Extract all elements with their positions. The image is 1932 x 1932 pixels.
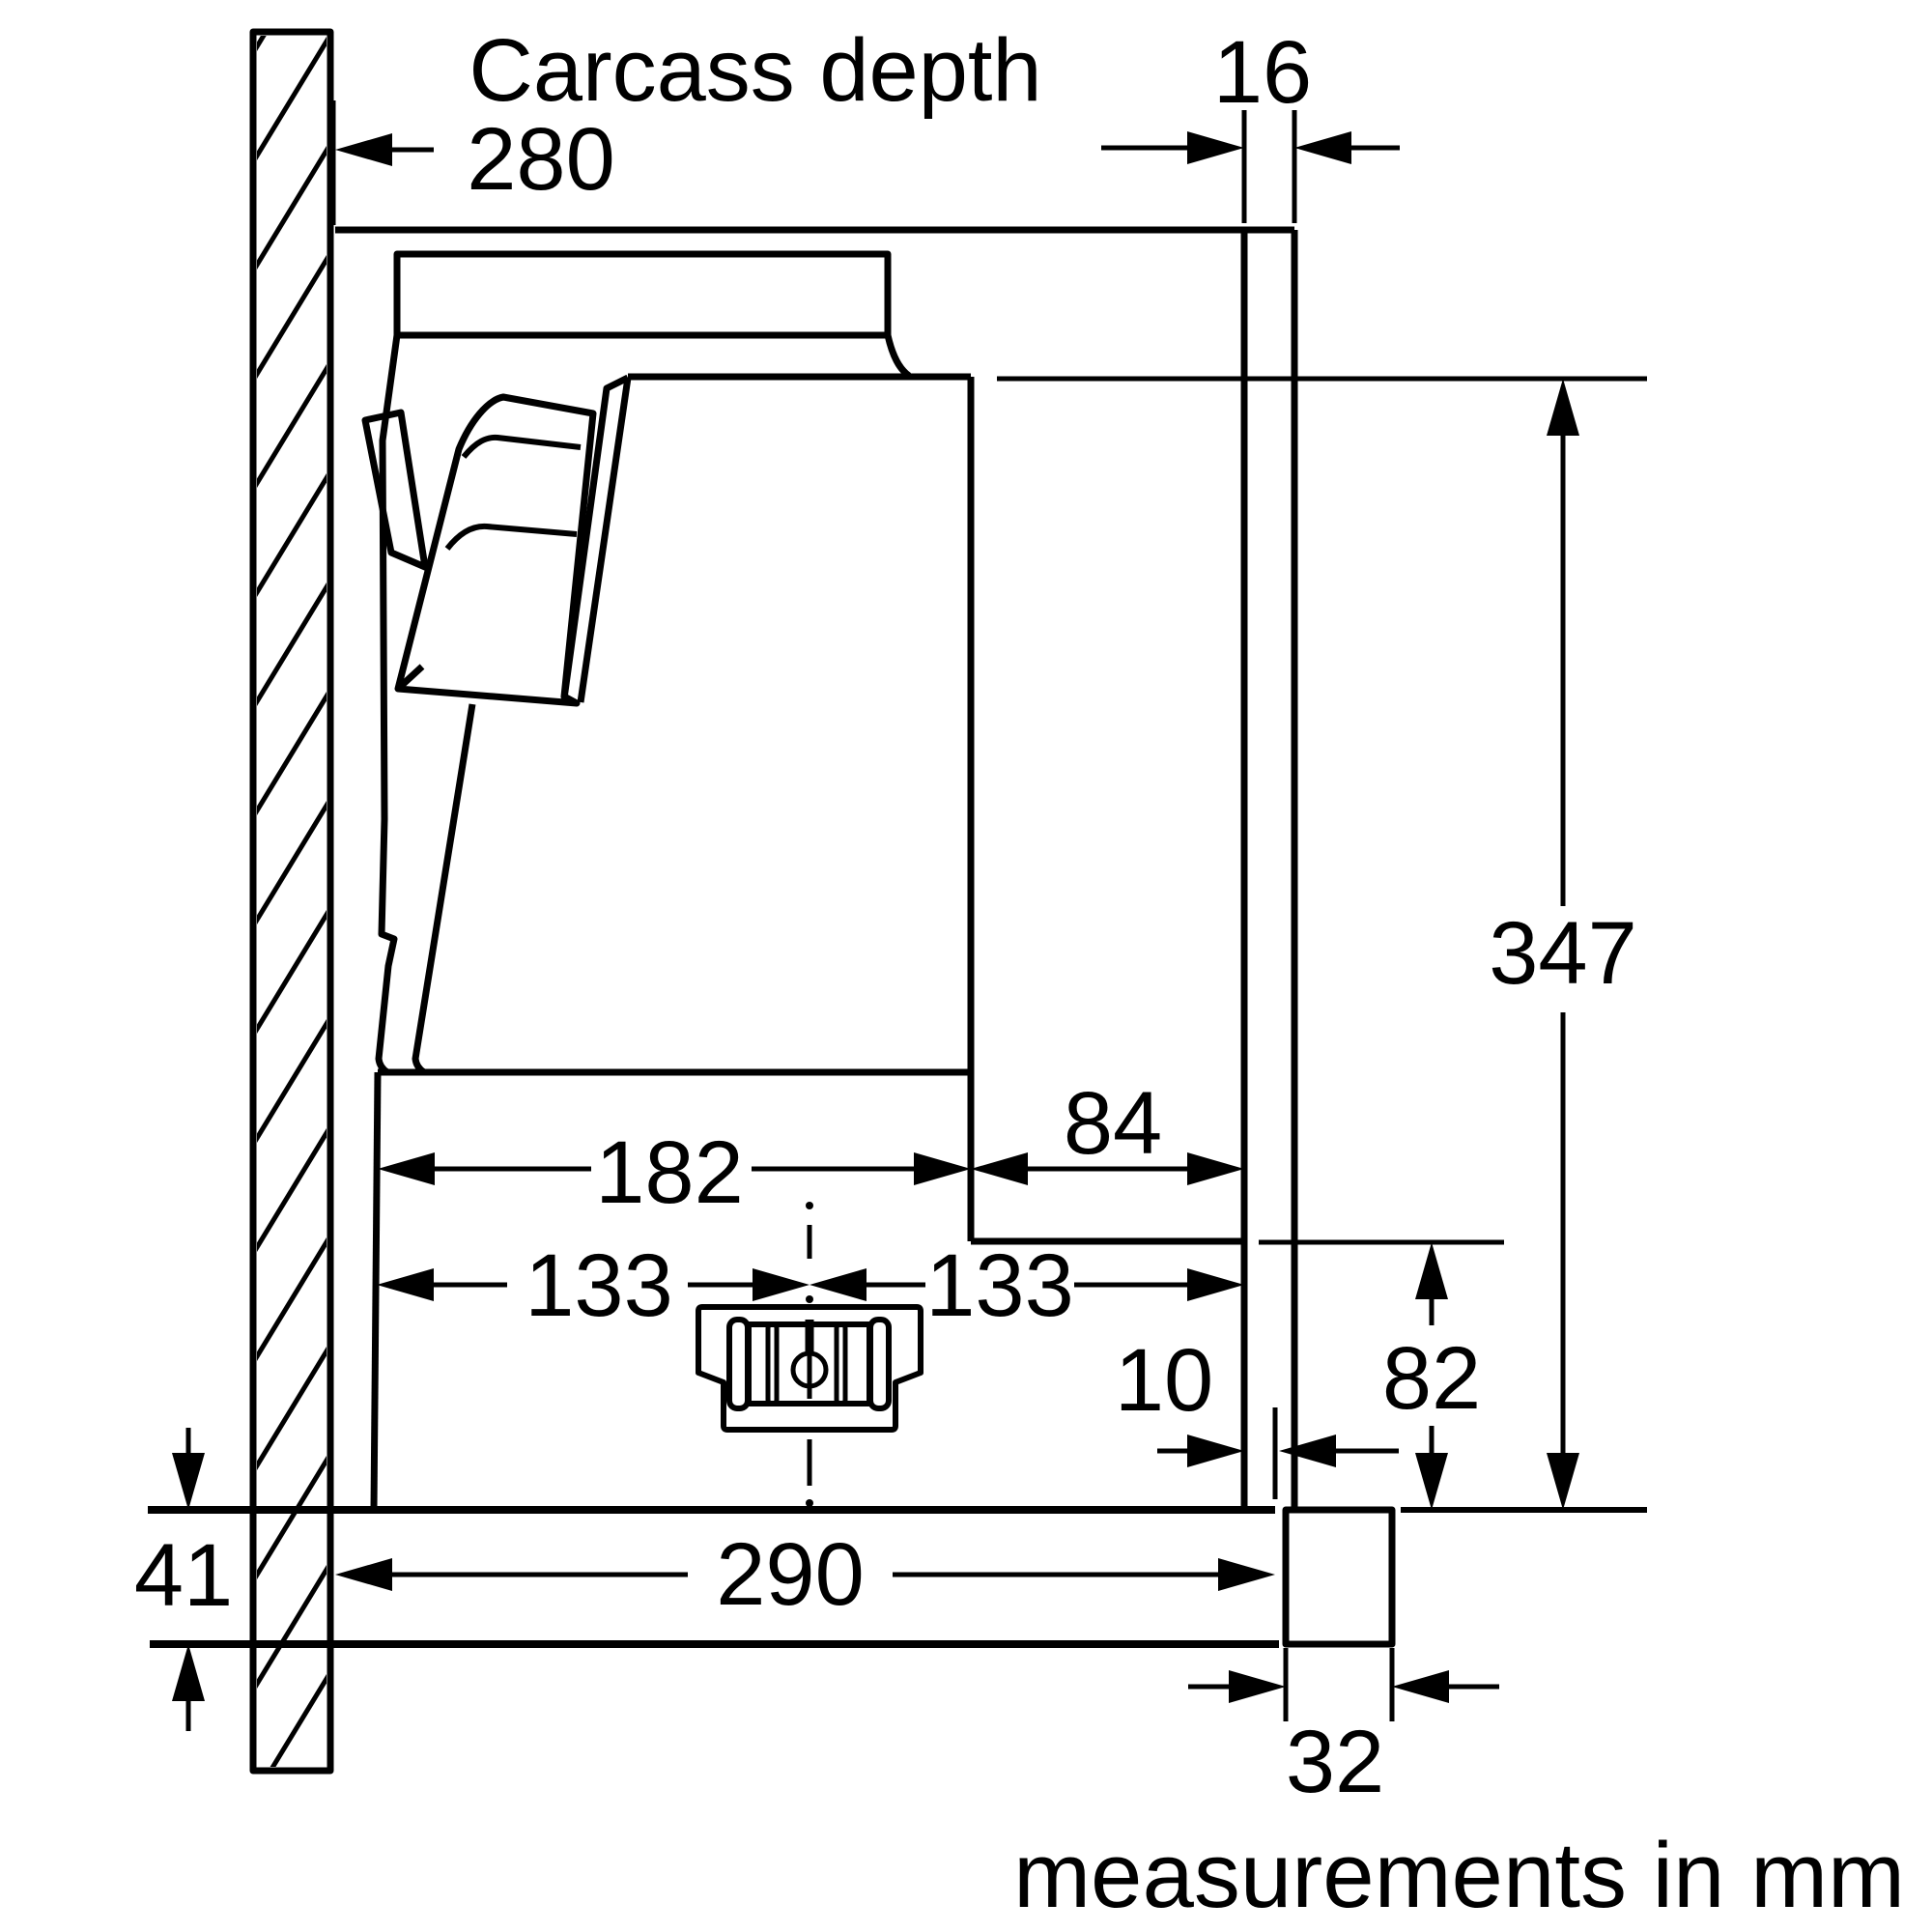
wall-hatch-line — [257, 1456, 327, 1579]
filter-flap-large — [394, 393, 597, 707]
carcass-structure — [148, 226, 1396, 1648]
arrow-left-icon — [335, 1558, 392, 1591]
footer-note: measurements in mm — [1013, 1824, 1905, 1927]
wall-hatch-line — [257, 1237, 327, 1361]
centerline-dot — [806, 1499, 813, 1507]
wall-hatch-line — [257, 146, 327, 270]
arrow-up-icon — [172, 1644, 205, 1701]
dim-value: 182 — [595, 1123, 744, 1222]
arrow-down-icon — [1547, 1453, 1579, 1510]
pullout-front-edge-outer — [560, 374, 630, 699]
arrow-left-icon — [335, 133, 392, 166]
body-left-edge-lower — [370, 1071, 382, 1511]
dim-value: 290 — [716, 1525, 865, 1624]
filter-inner-line-2 — [444, 523, 578, 551]
dim-niche-height: 347 — [997, 376, 1647, 1513]
dim-value: 41 — [134, 1526, 233, 1625]
wall-hatch-line — [257, 801, 327, 924]
wall-hatch-line — [257, 1347, 327, 1470]
arrow-down-icon — [172, 1453, 205, 1510]
filter-flap-small — [361, 409, 429, 571]
arrow-right-icon — [914, 1152, 971, 1185]
dim-value: 280 — [467, 110, 615, 209]
wall-hatch-line — [251, 1888, 332, 1932]
wall-hatch-line — [257, 1565, 327, 1689]
housing-chamfer — [884, 334, 912, 379]
wall-hatch-line — [257, 37, 327, 160]
arrow-right-icon — [1187, 131, 1244, 164]
pullout-lower-edge — [412, 703, 476, 1075]
centerline-dot — [806, 1295, 813, 1303]
arrow-left-icon — [377, 1268, 434, 1301]
dim-bottom-rail-width: 32 — [1188, 1648, 1499, 1811]
dim-cable-offset-right: 133 — [810, 1236, 1244, 1335]
dim-lower-section-height: 82 — [1259, 1239, 1504, 1510]
wall-hatch-line — [257, 1128, 327, 1252]
arrow-right-icon — [1187, 1268, 1244, 1301]
dim-body-depth: 182 — [378, 1123, 971, 1222]
wall-hatch-line — [257, 910, 327, 1034]
dim-value: 84 — [1064, 1074, 1162, 1173]
cable-rib-right — [834, 1321, 848, 1406]
hood-top-housing — [393, 250, 892, 339]
power-connection-symbol — [696, 1202, 923, 1507]
wall-hatch-line — [257, 582, 327, 706]
arrow-left-icon — [1392, 1670, 1449, 1703]
cable-cap-left — [726, 1317, 751, 1411]
hood-body — [361, 250, 1244, 1511]
arrow-left-icon — [810, 1268, 867, 1301]
wall-hatch-line — [257, 255, 327, 379]
dim-panel-gap: 10 — [1115, 1331, 1399, 1499]
dim-value: 16 — [1213, 23, 1312, 122]
cable-rib-left — [765, 1321, 780, 1406]
cable-cap-right — [867, 1317, 892, 1411]
arrow-up-icon — [1415, 1242, 1448, 1299]
arrow-right-icon — [1218, 1558, 1275, 1591]
arrow-right-icon — [753, 1268, 810, 1301]
hatched-wall-section — [249, 28, 334, 1932]
dim-rear-clearance: 84 — [971, 1074, 1244, 1185]
wall-hatch-line — [257, 473, 327, 597]
dim-value: 133 — [525, 1236, 673, 1335]
dim-value: 32 — [1286, 1713, 1384, 1811]
dim-value: 10 — [1115, 1331, 1213, 1430]
bottom-rail-section — [1282, 1506, 1396, 1648]
arrow-right-icon — [1229, 1670, 1286, 1703]
arrow-right-icon — [1187, 1152, 1244, 1185]
wall-hatch-line — [257, 692, 327, 815]
arrow-right-icon — [1187, 1435, 1244, 1467]
arrow-up-icon — [1547, 379, 1579, 436]
arrow-left-icon — [378, 1152, 435, 1185]
dim-value: 82 — [1382, 1329, 1481, 1428]
dim-label: Carcass depth — [469, 21, 1041, 120]
arrow-left-icon — [1294, 131, 1351, 164]
dim-value: 347 — [1489, 904, 1637, 1003]
dim-front-panel-thickness: 16 — [1213, 23, 1400, 223]
filter-flap-tail — [395, 664, 425, 692]
arrow-down-icon — [1415, 1453, 1448, 1510]
wall-hatch-pattern — [251, 36, 332, 1932]
dim-value: 133 — [925, 1236, 1074, 1335]
filter-inner-line-1 — [461, 434, 582, 459]
arrow-left-icon — [1279, 1435, 1336, 1467]
connector-housing — [696, 1304, 923, 1433]
wall-hatch-line — [257, 1019, 327, 1143]
dim-worktop-thickness: 41 — [134, 1428, 233, 1731]
dim-cable-offset-left: 133 — [377, 1236, 810, 1335]
wall-hatch-line — [251, 1778, 332, 1912]
body-left-edge-upper — [375, 334, 401, 1075]
dim-recess-depth: 290 — [335, 1525, 1275, 1624]
pullout-front-edge-inner — [577, 377, 632, 703]
arrow-left-icon — [971, 1152, 1028, 1185]
wall-outline — [249, 28, 334, 1775]
wall-hatch-line — [270, 1674, 327, 1767]
wall-hatch-line — [257, 364, 327, 488]
centerline-dot — [806, 1202, 813, 1209]
dim-carcass-depth: Carcass depth 280 — [330, 21, 1244, 225]
